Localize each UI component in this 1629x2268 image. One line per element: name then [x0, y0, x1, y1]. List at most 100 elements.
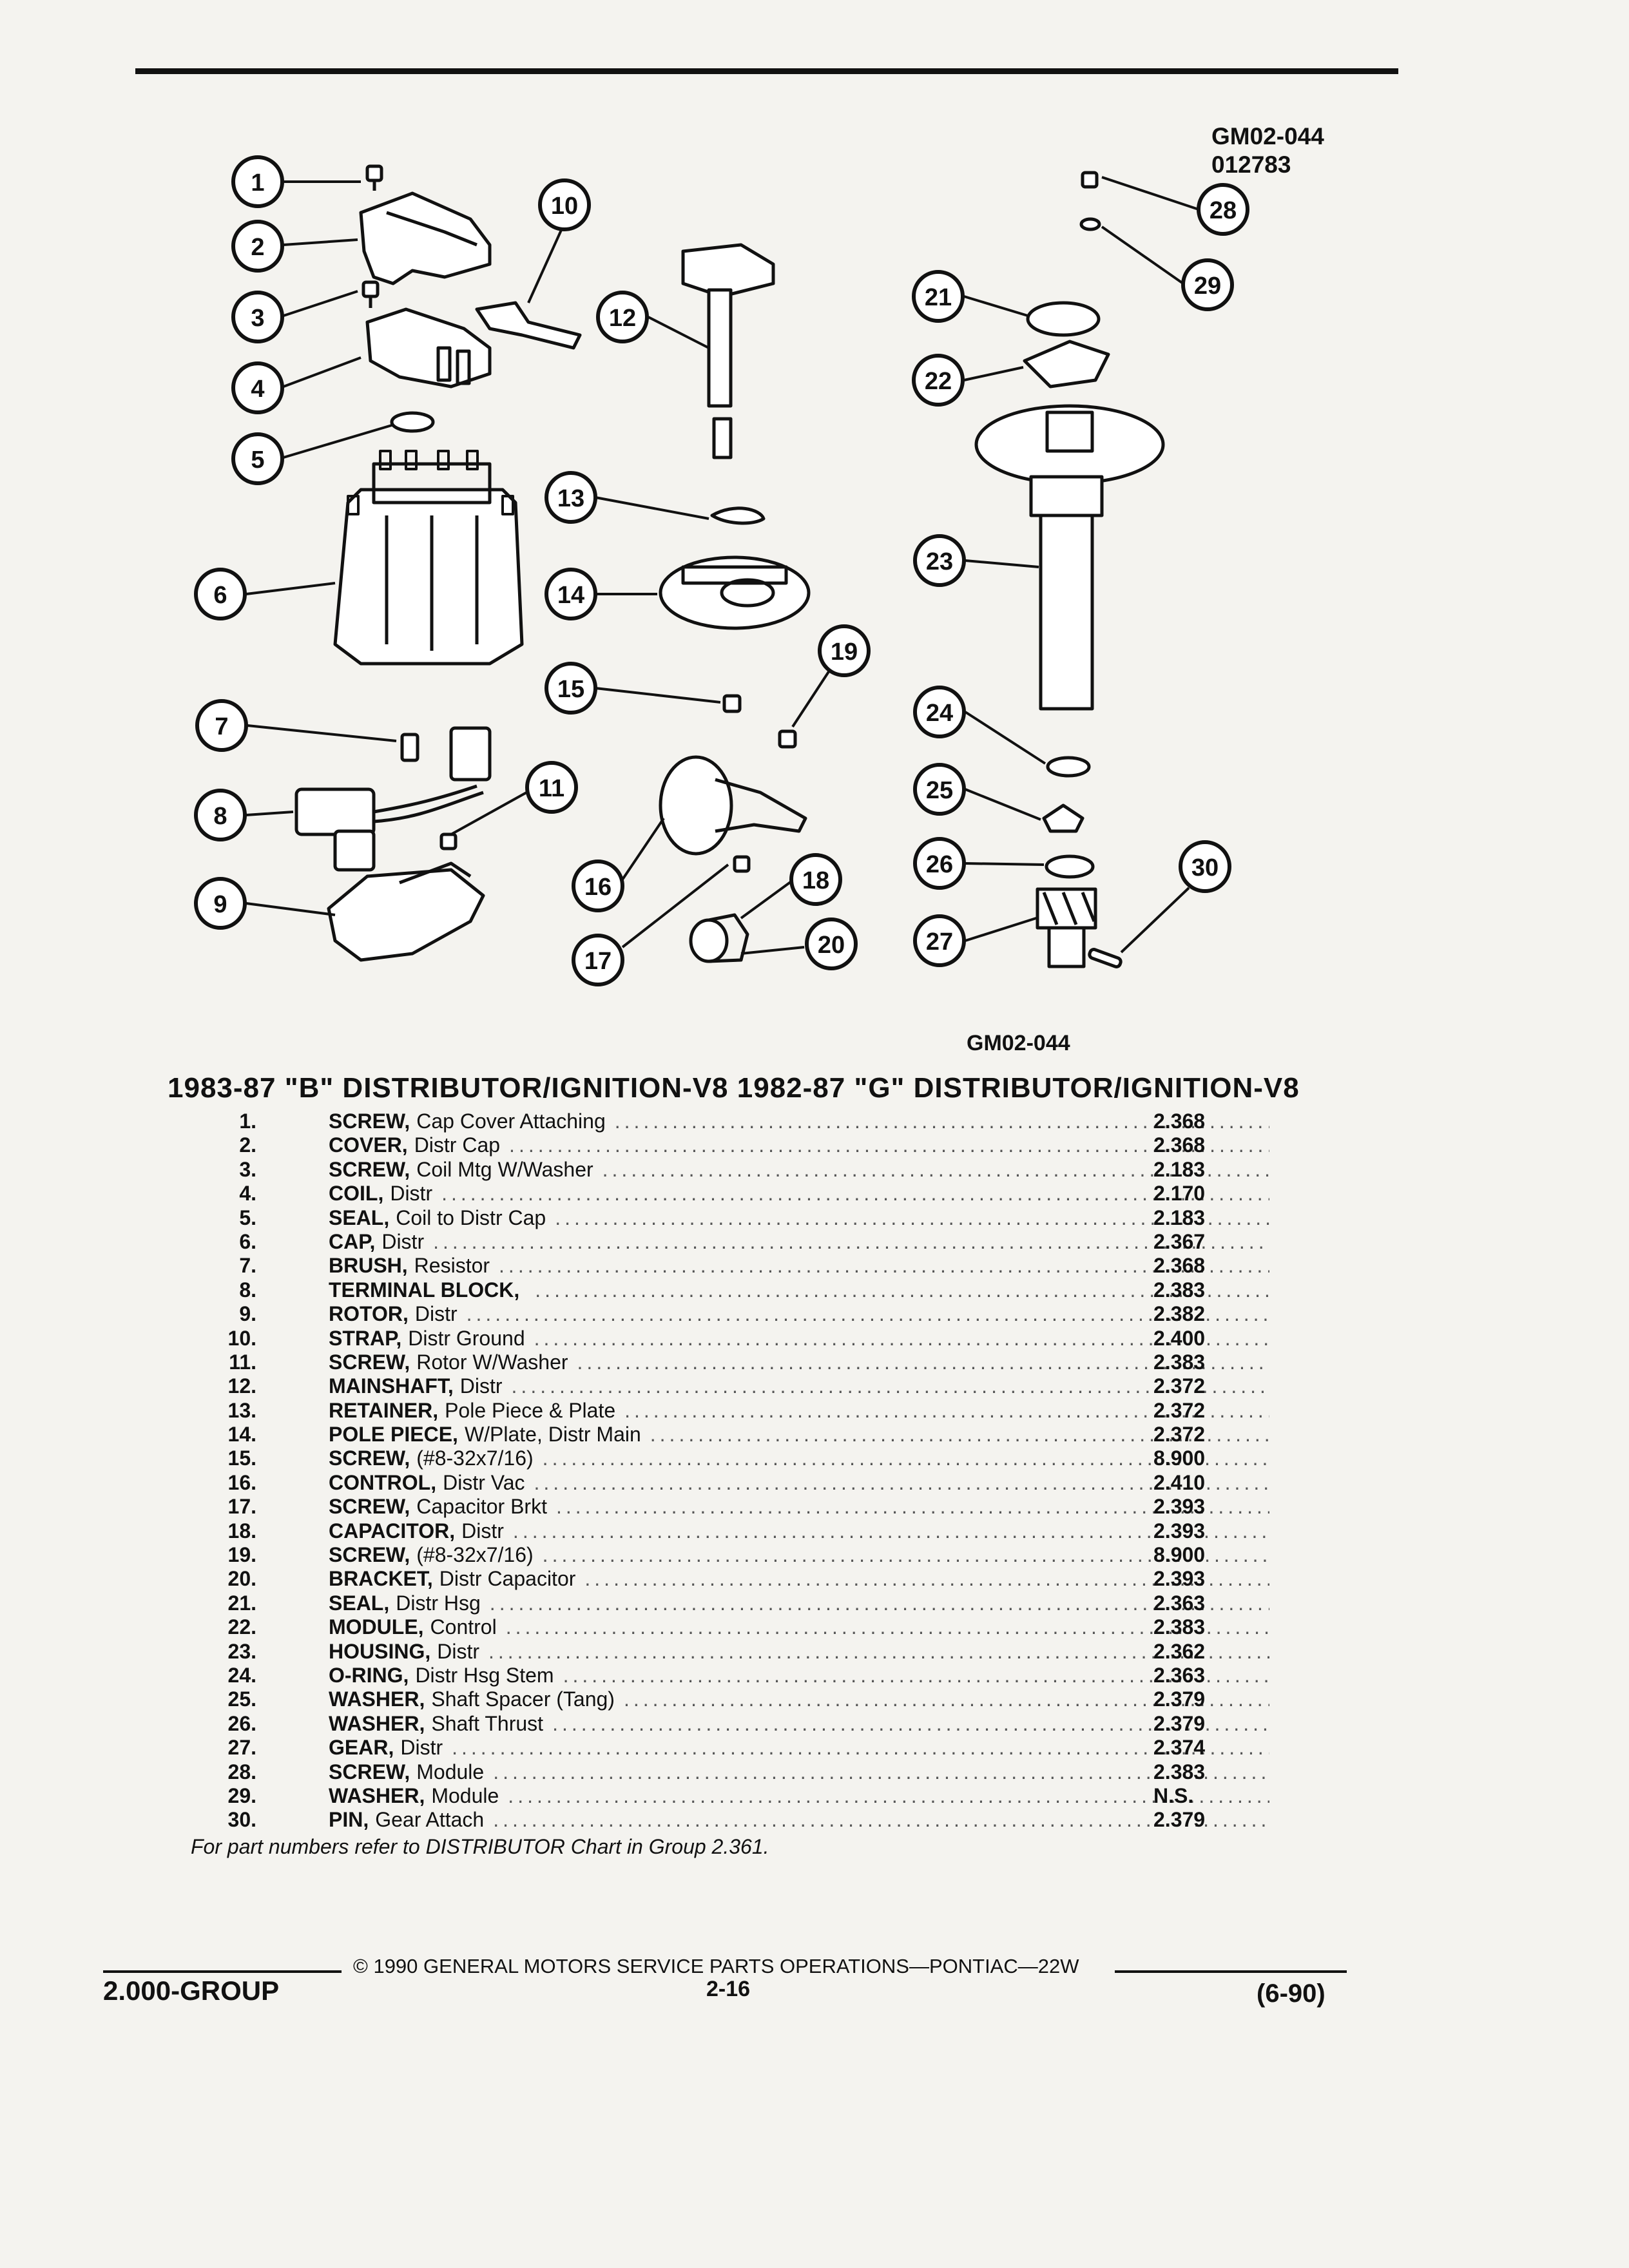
part-housing-23 — [974, 404, 1165, 711]
part-name: SCREW, — [329, 1543, 410, 1567]
parts-row: 13.RETAINER,Pole Piece & Plate2.372 — [180, 1399, 1276, 1423]
part-number: 26. — [227, 1711, 256, 1735]
part-detail: Coil to Distr Cap — [396, 1206, 546, 1229]
svg-text:18: 18 — [802, 867, 829, 894]
part-screw-19 — [778, 729, 797, 749]
callout-13: 13 — [545, 471, 597, 524]
part-pole-piece-14 — [659, 555, 811, 630]
callout-11: 11 — [525, 761, 578, 814]
part-description: O-RING,Distr Hsg Stem — [329, 1664, 1269, 1687]
svg-text:23: 23 — [926, 548, 953, 575]
part-number: 15. — [227, 1446, 256, 1470]
part-number: 9. — [239, 1302, 256, 1326]
group-number: 2.410 — [1153, 1470, 1206, 1494]
part-detail: Distr — [390, 1182, 433, 1206]
callout-26: 26 — [913, 837, 966, 890]
part-number: 14. — [227, 1423, 256, 1446]
part-name: BRACKET, — [329, 1567, 433, 1591]
part-detail: Distr Cap — [414, 1133, 501, 1157]
parts-row: 16.CONTROL,Distr Vac2.410 — [180, 1471, 1276, 1495]
part-name: COVER, — [329, 1133, 408, 1157]
svg-text:19: 19 — [831, 639, 858, 666]
part-detail: Module — [431, 1783, 499, 1807]
part-name: COIL, — [329, 1182, 384, 1206]
part-detail: Distr — [400, 1736, 443, 1760]
group-number: 2.393 — [1153, 1495, 1206, 1519]
leader-dots — [467, 1302, 1269, 1326]
leader-dots — [488, 1640, 1269, 1664]
svg-text:21: 21 — [925, 284, 952, 311]
part-description: SCREW,(#8-32x7/16) — [329, 1543, 1269, 1567]
part-detail: Capacitor Brkt — [416, 1495, 547, 1519]
part-description: SCREW,Cap Cover Attaching — [329, 1110, 1269, 1133]
parts-row: 5.SEAL,Coil to Distr Cap2.183 — [180, 1206, 1276, 1230]
parts-row: 26.WASHER,Shaft Thrust2.379 — [180, 1712, 1276, 1736]
callout-23: 23 — [913, 534, 966, 587]
group-number: 2.383 — [1153, 1278, 1206, 1302]
callout-14: 14 — [545, 568, 597, 620]
group-number: 2.170 — [1153, 1182, 1206, 1206]
part-number: 28. — [227, 1760, 256, 1783]
part-rotor-9 — [327, 861, 485, 962]
part-number: 20. — [227, 1567, 256, 1591]
parts-row: 17.SCREW,Capacitor Brkt2.393 — [180, 1495, 1276, 1519]
parts-row: 20.BRACKET,Distr Capacitor2.393 — [180, 1567, 1276, 1591]
callout-25: 25 — [913, 763, 966, 816]
group-number: 2.183 — [1153, 1157, 1206, 1181]
svg-text:11: 11 — [539, 775, 564, 802]
svg-text:15: 15 — [557, 676, 584, 703]
callout-27: 27 — [913, 914, 966, 967]
callout-16: 16 — [572, 860, 624, 912]
part-description: BRACKET,Distr Capacitor — [329, 1567, 1269, 1591]
parts-row: 10.STRAP,Distr Ground2.400 — [180, 1327, 1276, 1350]
part-description: BRUSH,Resistor — [329, 1254, 1269, 1278]
part-name: MODULE, — [329, 1615, 424, 1639]
group-number: 2.372 — [1153, 1398, 1206, 1422]
part-description: SCREW,Coil Mtg W/Washer — [329, 1158, 1269, 1182]
callout-2: 2 — [231, 220, 284, 273]
leader-dots — [490, 1591, 1269, 1615]
svg-text:4: 4 — [251, 376, 264, 403]
parts-row: 7.BRUSH,Resistor2.368 — [180, 1254, 1276, 1278]
group-number: 2.383 — [1153, 1350, 1206, 1374]
top-rule — [135, 68, 1398, 74]
revision-date: (6-90) — [1257, 1979, 1325, 2008]
part-name: SEAL, — [329, 1206, 390, 1229]
svg-text:24: 24 — [926, 700, 953, 727]
part-detail: Cap Cover Attaching — [416, 1110, 606, 1133]
svg-text:13: 13 — [557, 485, 584, 512]
part-retainer-13 — [710, 506, 766, 525]
page-number: 2-16 — [706, 1977, 751, 2001]
part-number: 8. — [239, 1278, 256, 1302]
svg-text:5: 5 — [251, 447, 264, 474]
part-vacuum-control-16 — [659, 755, 807, 856]
part-brush-7 — [400, 733, 419, 762]
callout-6: 6 — [194, 568, 247, 620]
part-washer-29 — [1079, 217, 1101, 231]
svg-text:28: 28 — [1210, 197, 1237, 224]
parts-row: 12.MAINSHAFT,Distr2.372 — [180, 1374, 1276, 1398]
part-number: 1. — [239, 1110, 256, 1133]
part-description: WASHER,Module — [329, 1784, 1269, 1808]
callout-28: 28 — [1197, 183, 1249, 236]
part-number: 13. — [227, 1398, 256, 1422]
part-screw-11 — [439, 832, 458, 850]
part-name: SCREW, — [329, 1760, 410, 1783]
part-detail: Distr — [461, 1519, 504, 1542]
part-washer-26 — [1045, 854, 1095, 879]
part-detail: Control — [430, 1615, 497, 1639]
callout-20: 20 — [805, 918, 858, 970]
svg-text:30: 30 — [1191, 854, 1219, 881]
parts-row: 24.O-RING,Distr Hsg Stem2.363 — [180, 1664, 1276, 1687]
part-number: 16. — [227, 1470, 256, 1494]
part-detail: Shaft Spacer (Tang) — [431, 1687, 615, 1711]
part-cover-2 — [359, 191, 492, 285]
part-number: 29. — [227, 1783, 256, 1807]
part-name: MAINSHAFT, — [329, 1374, 454, 1398]
part-description: STRAP,Distr Ground — [329, 1327, 1269, 1350]
part-detail: Distr Hsg — [396, 1591, 481, 1615]
group-number: 2.379 — [1153, 1711, 1206, 1735]
footer-rule-left — [103, 1970, 342, 1973]
group-number: 8.900 — [1153, 1543, 1206, 1567]
group-number: 2.363 — [1153, 1663, 1206, 1687]
